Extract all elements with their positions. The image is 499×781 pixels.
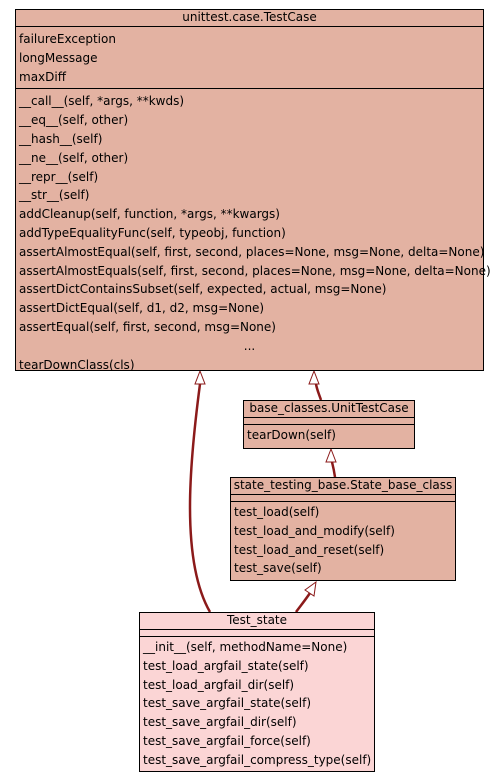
method: test_load_and_reset(self) bbox=[234, 542, 385, 557]
method: assertAlmostEquals(self, first, second, … bbox=[19, 263, 491, 278]
methods-section: tearDown(self) bbox=[244, 425, 414, 447]
method: addTypeEqualityFunc(self, typeobj, funct… bbox=[19, 225, 286, 240]
method: test_load_argfail_state(self) bbox=[143, 658, 309, 673]
class-test-state[interactable]: Test_state __init__(self, methodName=Non… bbox=[139, 612, 375, 772]
attribute: longMessage bbox=[19, 50, 98, 65]
edge-state-base-to-unittestcase bbox=[330, 461, 337, 478]
methods-section: __init__(self, methodName=None) test_loa… bbox=[140, 637, 374, 772]
method: test_load(self) bbox=[234, 505, 320, 519]
method: test_save_argfail_state(self) bbox=[143, 696, 312, 711]
class-unittestcase[interactable]: base_classes.UnitTestCase tearDown(self) bbox=[243, 400, 415, 449]
edge-test-state-to-state-base bbox=[295, 592, 312, 613]
method: __init__(self, methodName=None) bbox=[143, 640, 348, 654]
method: test_load_and_modify(self) bbox=[234, 523, 395, 538]
method: test_save_argfail_dir(self) bbox=[143, 715, 297, 730]
ellipsis: ... bbox=[243, 338, 256, 353]
attributes-section bbox=[140, 630, 374, 637]
method: __eq__(self, other) bbox=[19, 113, 129, 128]
attributes-section: failureException longMessage maxDiff bbox=[16, 27, 483, 90]
method: test_load_argfail_dir(self) bbox=[143, 677, 295, 692]
method: __ne__(self, other) bbox=[19, 150, 129, 165]
method: __hash__(self) bbox=[19, 131, 103, 146]
arrowhead-state-base bbox=[304, 580, 317, 597]
arrowhead-testcase-left bbox=[194, 369, 206, 385]
method: test_save_argfail_force(self) bbox=[143, 733, 311, 748]
method: test_save_argfail_compress_type(self) bbox=[143, 752, 372, 767]
method: __repr__(self) bbox=[19, 169, 99, 184]
method: test_save(self) bbox=[234, 561, 322, 576]
method: addCleanup(self, function, *args, **kwar… bbox=[19, 207, 280, 222]
class-testcase[interactable]: unittest.case.TestCase failureException … bbox=[15, 9, 491, 372]
arrowhead-testcase-right bbox=[308, 369, 320, 385]
class-state-base[interactable]: state_testing_base.State_base_class test… bbox=[230, 477, 456, 581]
class-title: Test_state bbox=[140, 613, 374, 630]
methods-section: test_load(self) test_load_and_modify(sel… bbox=[231, 502, 455, 580]
attributes-section bbox=[244, 418, 414, 425]
methods-section: __call__(self, *args, **kwds) __eq__(sel… bbox=[16, 89, 491, 376]
method: tearDown(self) bbox=[247, 428, 336, 442]
edge-unittestcase-to-testcase bbox=[314, 383, 323, 401]
arrowhead-unittestcase bbox=[325, 447, 337, 463]
method: assertDictContainsSubset(self, expected,… bbox=[19, 282, 387, 297]
method: __str__(self) bbox=[19, 188, 90, 203]
class-title: base_classes.UnitTestCase bbox=[244, 401, 414, 418]
method: assertAlmostEqual(self, first, second, p… bbox=[19, 244, 485, 259]
method: assertEqual(self, first, second, msg=Non… bbox=[19, 319, 276, 334]
method: tearDownClass(cls) bbox=[19, 357, 135, 372]
attribute: maxDiff bbox=[19, 69, 66, 84]
class-title: unittest.case.TestCase bbox=[16, 10, 483, 27]
class-title: state_testing_base.State_base_class bbox=[231, 478, 455, 495]
method: assertDictEqual(self, d1, d2, msg=None) bbox=[19, 301, 265, 316]
edge-test-state-to-testcase bbox=[188, 383, 212, 613]
method: __call__(self, *args, **kwds) bbox=[19, 94, 185, 109]
attributes-section bbox=[231, 495, 455, 502]
attribute: failureException bbox=[19, 32, 116, 46]
